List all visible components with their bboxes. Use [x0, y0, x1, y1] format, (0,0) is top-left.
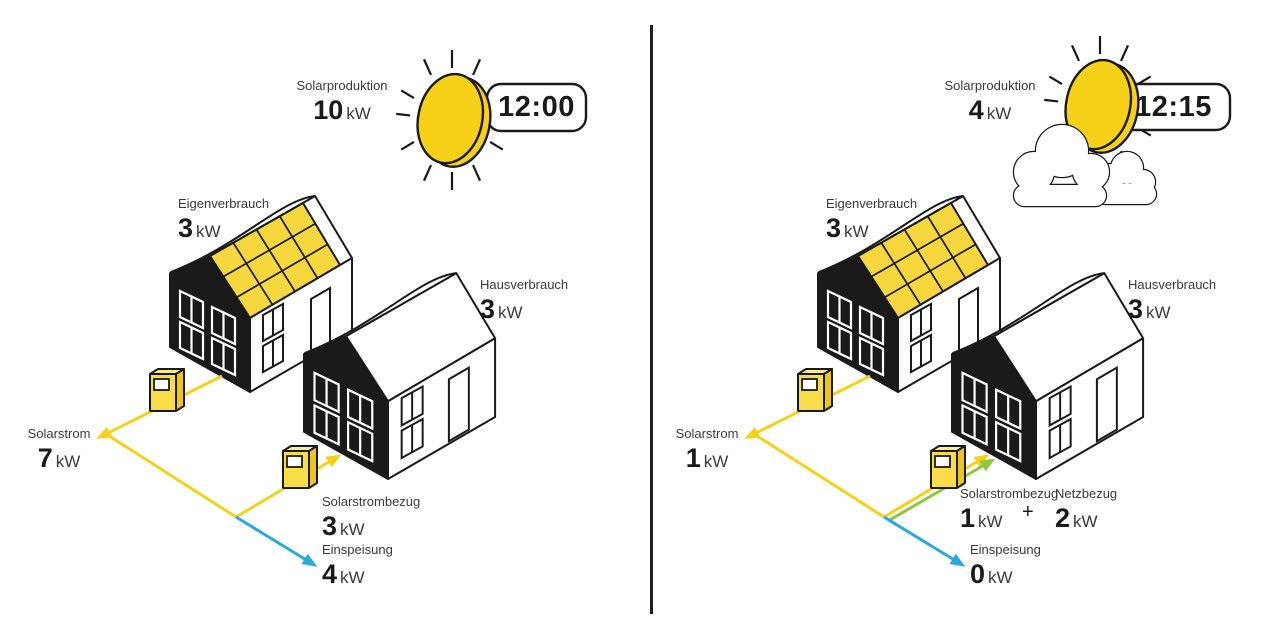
solarstrom-value: 1: [685, 443, 701, 473]
solarstrombezug-unit: kW: [340, 520, 365, 539]
hausverbrauch-caption: Hausverbrauch: [480, 277, 569, 292]
solarproduktion-caption: Solarproduktion: [944, 78, 1036, 93]
solarstrom-arrowhead: [744, 426, 761, 439]
hausverbrauch-value: 3: [1128, 294, 1144, 324]
scene-graphic-sunny: [96, 50, 588, 567]
solarstrombezug-arrowhead: [325, 454, 342, 468]
einspeisung-caption: Einspeisung: [322, 542, 393, 557]
sun-disc: [416, 72, 492, 168]
time-display: 12:15: [1135, 91, 1212, 123]
solarstrombezug-caption: Solarstrombezug: [322, 494, 421, 509]
solarproduktion-caption: Solarproduktion: [296, 78, 388, 93]
hausverbrauch-unit: kW: [498, 303, 523, 322]
solarstrombezug-caption: Solarstrombezug: [960, 486, 1059, 501]
hausverbrauch-value: 3: [480, 294, 496, 324]
eigenverbrauch-caption: Eigenverbrauch: [178, 196, 270, 211]
einspeisung-arrowhead: [949, 553, 966, 567]
electricity-meter-icon: [930, 445, 966, 489]
plus-sign: +: [1022, 501, 1034, 523]
solarstrombezug-value: 1: [960, 503, 976, 533]
solarstrom-caption: Solarstrom: [675, 426, 739, 441]
einspeisung-unit: kW: [340, 568, 365, 587]
solar-house-icon: [817, 195, 1001, 393]
einspeisung-flow-line: [883, 515, 957, 563]
einspeisung-unit: kW: [988, 568, 1013, 587]
panel-divider: [650, 25, 653, 614]
netzbezug-value: 2: [1055, 503, 1071, 533]
einspeisung-arrowhead: [301, 553, 318, 567]
hausverbrauch-unit: kW: [1146, 303, 1171, 322]
eigenverbrauch-value: 3: [826, 213, 842, 243]
solarstrom-unit: kW: [703, 452, 729, 471]
eigenverbrauch-unit: kW: [844, 222, 869, 241]
netzbezug-caption: Netzbezug: [1055, 486, 1118, 501]
einspeisung-value: 4: [322, 559, 338, 589]
solarproduktion-value: 4: [968, 95, 984, 125]
consumer-house-icon: [951, 272, 1145, 480]
cloud-icon: [1012, 123, 1111, 208]
eigenverbrauch-value: 3: [178, 213, 194, 243]
electricity-meter-icon: [282, 445, 318, 489]
netzbezug-unit: kW: [1073, 512, 1098, 531]
solarproduktion-unit: kW: [986, 104, 1012, 123]
solarproduktion-value: 10: [313, 95, 344, 125]
solar-house-icon: [169, 195, 353, 393]
netzbezug-flow-line: [887, 462, 987, 523]
eigenverbrauch-unit: kW: [196, 222, 221, 241]
time-display: 12:00: [498, 91, 575, 123]
solarstrombezug-unit: kW: [978, 512, 1003, 531]
solarstrom-value: 7: [37, 443, 53, 473]
solarproduktion-unit: kW: [346, 104, 371, 123]
netzbezug-arrowhead: [979, 458, 996, 472]
consumer-house-icon: [303, 272, 497, 480]
hausverbrauch-caption: Hausverbrauch: [1128, 277, 1217, 292]
solarstrom-arrowhead: [96, 426, 113, 439]
solarstrom-unit: kW: [55, 452, 81, 471]
solarstrombezug-value: 3: [322, 511, 338, 541]
solarstrom-caption: Solarstrom: [27, 426, 91, 441]
einspeisung-flow-line: [235, 515, 309, 563]
electricity-meter-icon: [149, 368, 185, 412]
einspeisung-value: 0: [970, 559, 986, 589]
sun-disc: [1064, 58, 1140, 154]
scene-graphic-cloudy: [744, 36, 1232, 567]
einspeisung-caption: Einspeisung: [970, 542, 1041, 557]
eigenverbrauch-caption: Eigenverbrauch: [826, 196, 918, 211]
electricity-meter-icon: [797, 368, 833, 412]
